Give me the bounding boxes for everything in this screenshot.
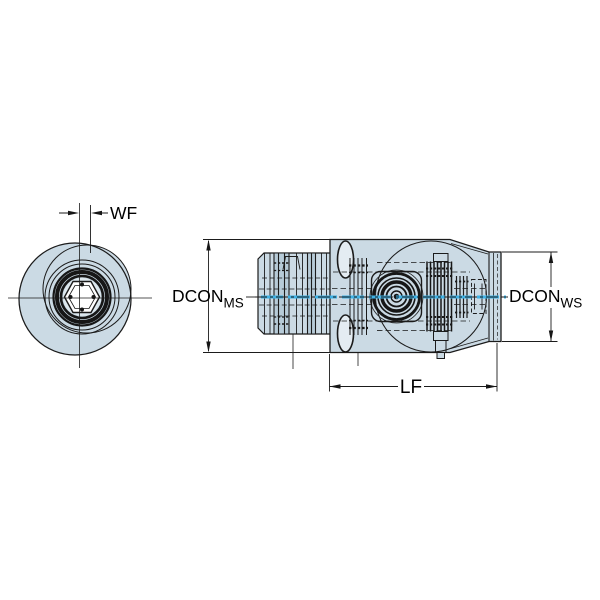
dcon-ms-arrow-bottom bbox=[206, 341, 211, 353]
dcon-ws-sub: WS bbox=[561, 296, 583, 311]
wf-label: WF bbox=[110, 203, 137, 223]
lf-arrow-left bbox=[329, 384, 341, 389]
ms-coupling bbox=[257, 252, 332, 369]
dcon-ms-main: DCON bbox=[172, 286, 224, 306]
front-view bbox=[8, 203, 152, 368]
body-hidden-lines bbox=[332, 262, 487, 331]
wf-arrow-left bbox=[68, 210, 79, 216]
dcon-ms-sub: MS bbox=[224, 296, 244, 311]
front-rings bbox=[44, 259, 120, 335]
ms-coupling-serrations bbox=[274, 262, 289, 325]
lf-arrow-right bbox=[486, 384, 497, 389]
dcon-ws-arrow-bottom bbox=[548, 330, 554, 342]
front-coupling-ring bbox=[52, 267, 112, 327]
dcon-ms-arrow-top bbox=[206, 239, 211, 251]
dcon-ms-label: DCONMS bbox=[172, 286, 244, 311]
ms-coupling-outline bbox=[257, 252, 332, 335]
front-flange-circle bbox=[42, 244, 132, 334]
wf-arrow-right bbox=[91, 210, 102, 216]
dimension-dcon-ms: DCONMS bbox=[172, 239, 332, 353]
ms-coupling-hidden-lines bbox=[259, 277, 331, 317]
dcon-ws-label: DCONWS bbox=[509, 286, 582, 311]
front-centerlines bbox=[8, 203, 152, 368]
dimension-lf: LF bbox=[329, 343, 498, 398]
dcon-ws-main: DCON bbox=[509, 286, 561, 306]
ms-coupling-lines bbox=[264, 253, 327, 334]
dcon-ws-arrow-top bbox=[548, 252, 554, 263]
ms-coupling-key bbox=[282, 256, 301, 270]
dimension-wf: WF bbox=[59, 203, 137, 253]
side-view bbox=[255, 238, 508, 369]
lf-label: LF bbox=[400, 377, 422, 398]
dimension-dcon-ws: DCONWS bbox=[501, 251, 582, 342]
